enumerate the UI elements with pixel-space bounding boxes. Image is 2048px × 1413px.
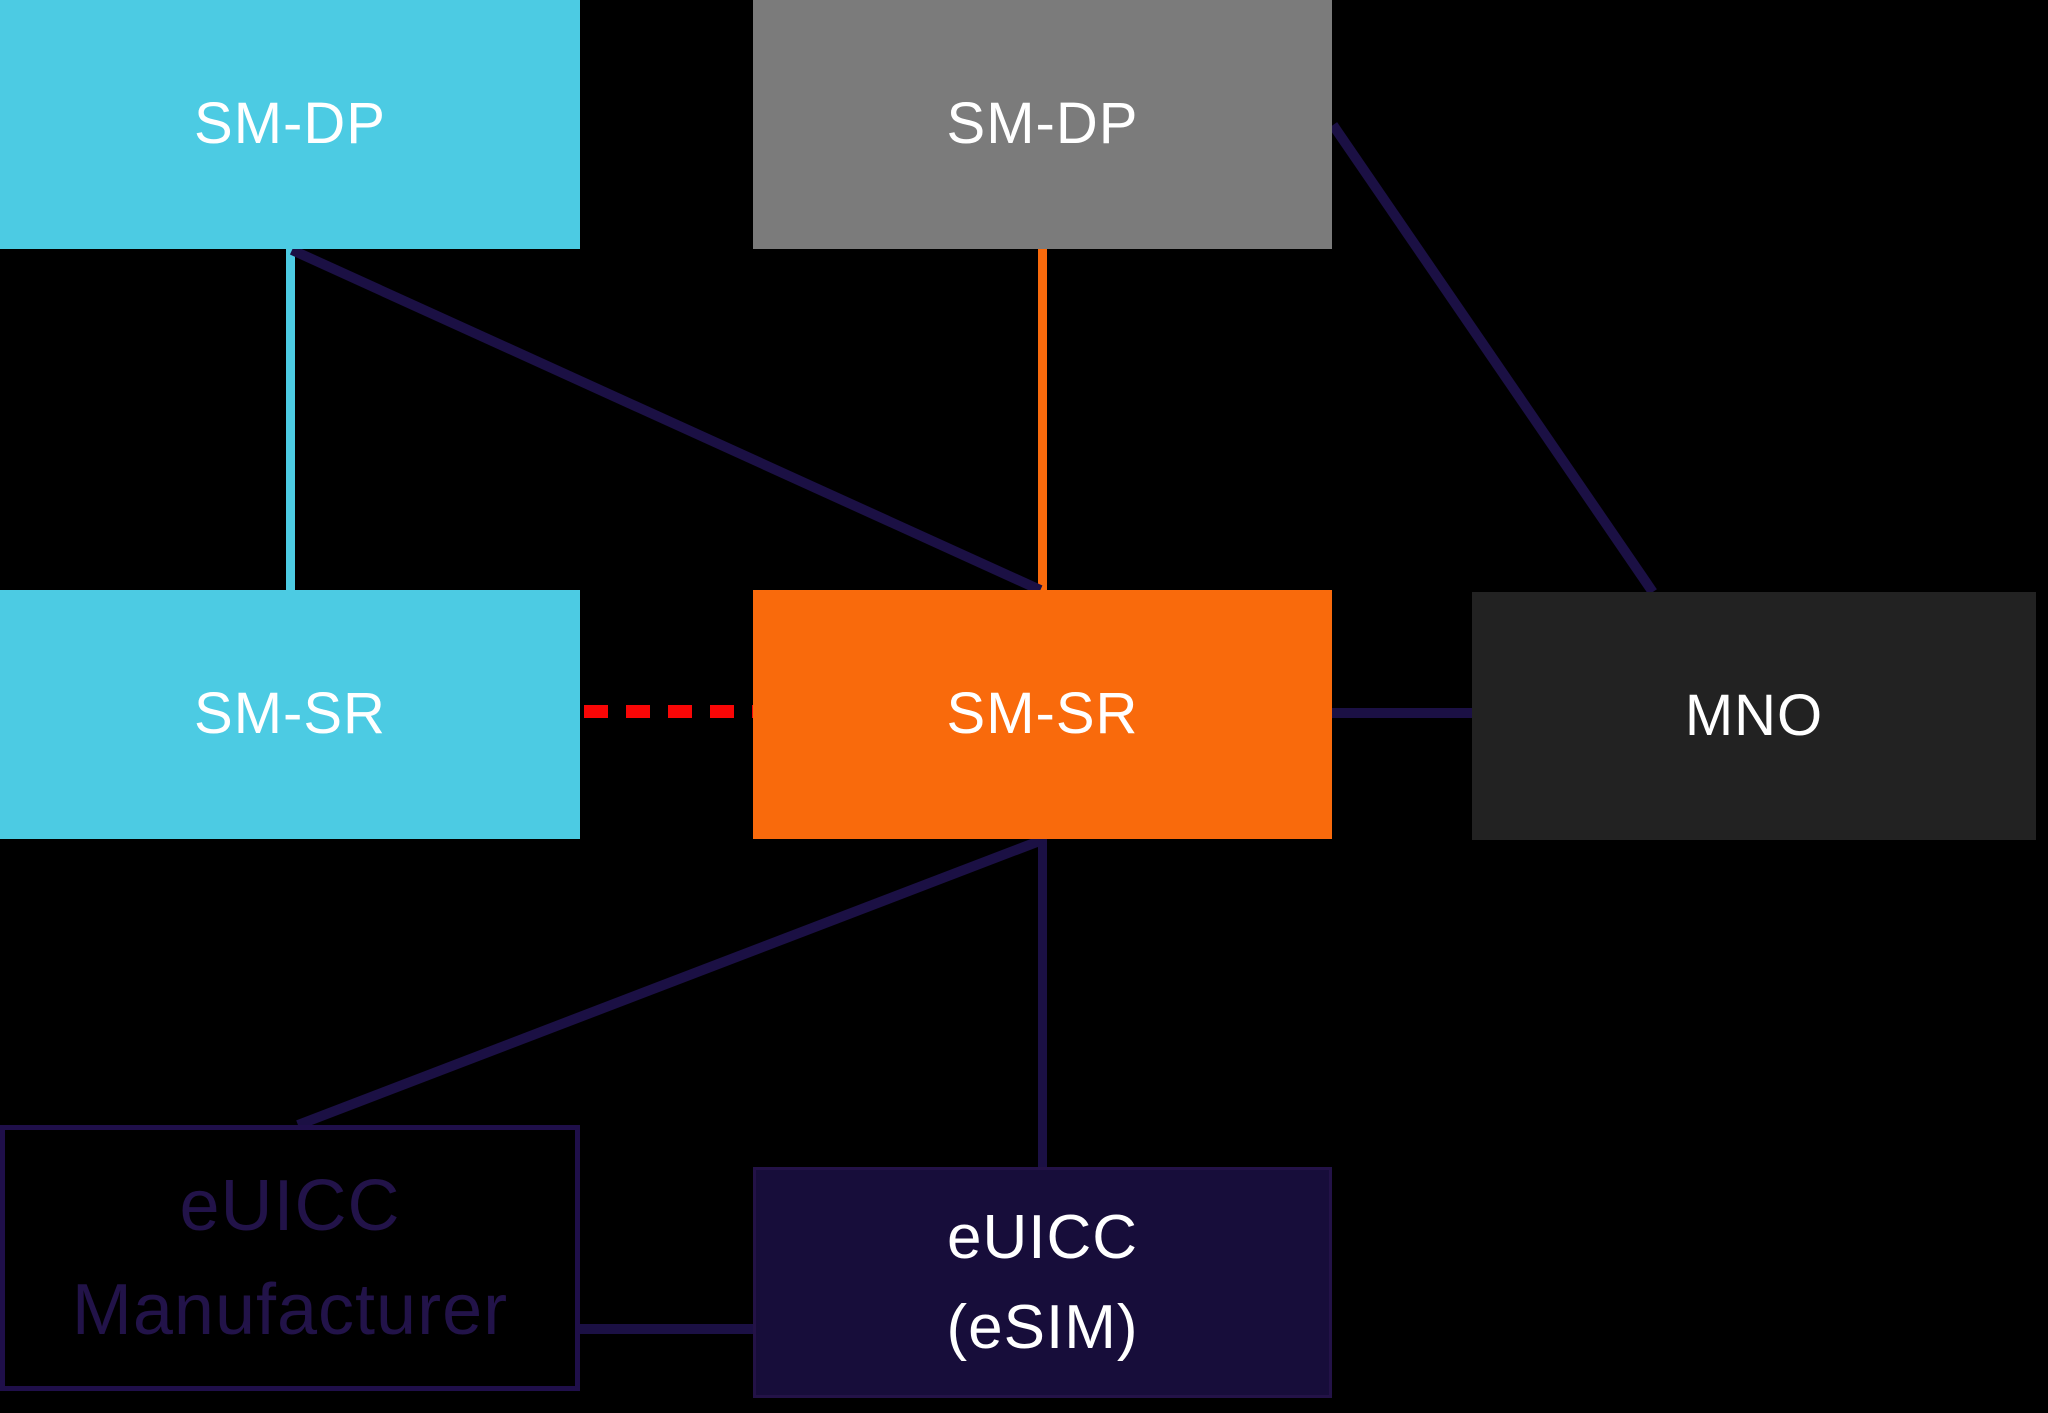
node-mno-label: MNO <box>1684 682 1824 748</box>
node-smdp-gray-label: SM-DP <box>946 91 1139 157</box>
node-euicc-manufacturer: eUICC Manufacturer <box>0 1125 580 1391</box>
node-smsr-orange: SM-SR <box>753 590 1332 839</box>
connector-smdp-cyan-to-smsr-cyan <box>286 249 295 590</box>
node-smsr-cyan: SM-SR <box>0 590 580 839</box>
connector-smsr-cyan-to-smsr-orange-dashed <box>584 705 754 718</box>
connector-smdp-gray-to-mno <box>1328 122 1657 595</box>
node-mno: MNO <box>1472 592 2036 840</box>
node-euicc-esim-label: eUICC (eSIM) <box>946 1202 1139 1362</box>
node-euicc-manufacturer-label: eUICC Manufacturer <box>71 1165 509 1350</box>
node-smdp-cyan: SM-DP <box>0 0 580 249</box>
node-smdp-cyan-label: SM-DP <box>194 91 386 157</box>
node-smdp-gray: SM-DP <box>753 0 1332 249</box>
connector-smsr-orange-to-mno <box>1332 708 1472 718</box>
connector-euicc-manufacturer-to-euicc-esim <box>580 1324 753 1334</box>
connector-smsr-orange-to-euicc-manufacturer <box>296 835 1045 1130</box>
node-smsr-cyan-label: SM-SR <box>194 681 386 747</box>
node-euicc-esim: eUICC (eSIM) <box>753 1167 1332 1398</box>
connector-smdp-gray-to-smsr-orange <box>1038 249 1047 590</box>
connector-smsr-orange-to-euicc-esim <box>1038 838 1047 1168</box>
node-smsr-orange-label: SM-SR <box>946 681 1139 747</box>
connector-smdp-cyan-to-smsr-orange <box>289 245 1043 595</box>
